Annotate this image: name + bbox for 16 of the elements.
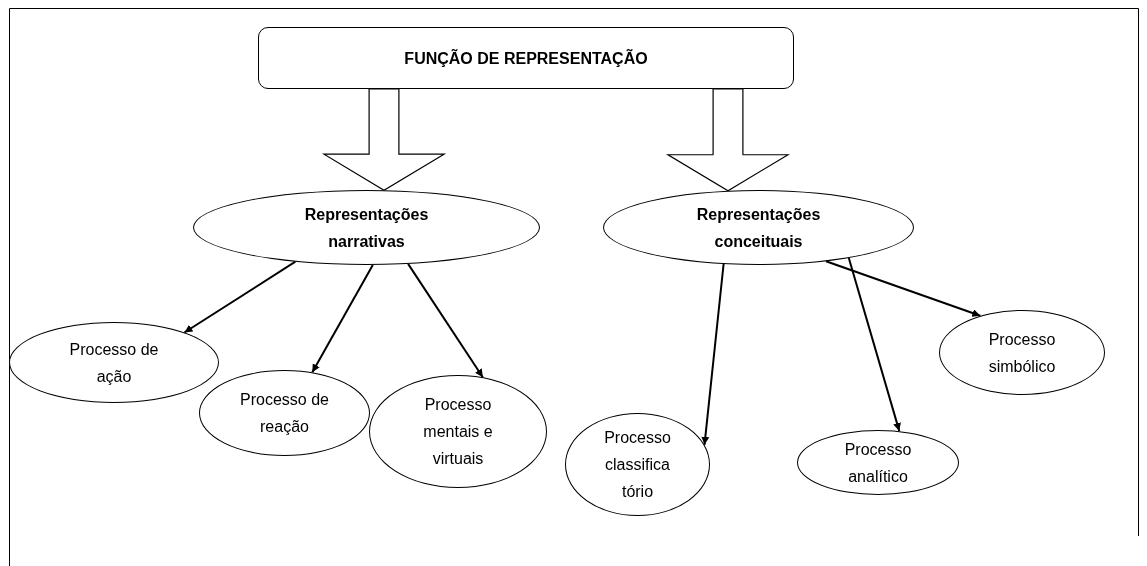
node-label: Processo mentais e virtuais xyxy=(422,395,494,469)
node-label: Processo analítico xyxy=(843,439,913,487)
block-arrow xyxy=(667,89,789,192)
node-label: Processo simbólico xyxy=(987,329,1057,377)
arrow xyxy=(311,264,374,374)
node-label: Processo classifica tório xyxy=(603,428,672,502)
node-label: Representações narrativas xyxy=(303,204,430,252)
node-label: Processo de reação xyxy=(239,390,330,437)
title-box xyxy=(258,27,794,89)
arrow xyxy=(701,263,725,446)
arrow xyxy=(183,260,297,334)
node-label: Processo de ação xyxy=(68,339,160,387)
node-label: Representações conceituais xyxy=(695,204,822,252)
arrow xyxy=(825,260,982,317)
node-label: FUNÇÃO DE REPRESENTAÇÃO xyxy=(404,48,648,69)
block-arrow xyxy=(323,89,445,191)
